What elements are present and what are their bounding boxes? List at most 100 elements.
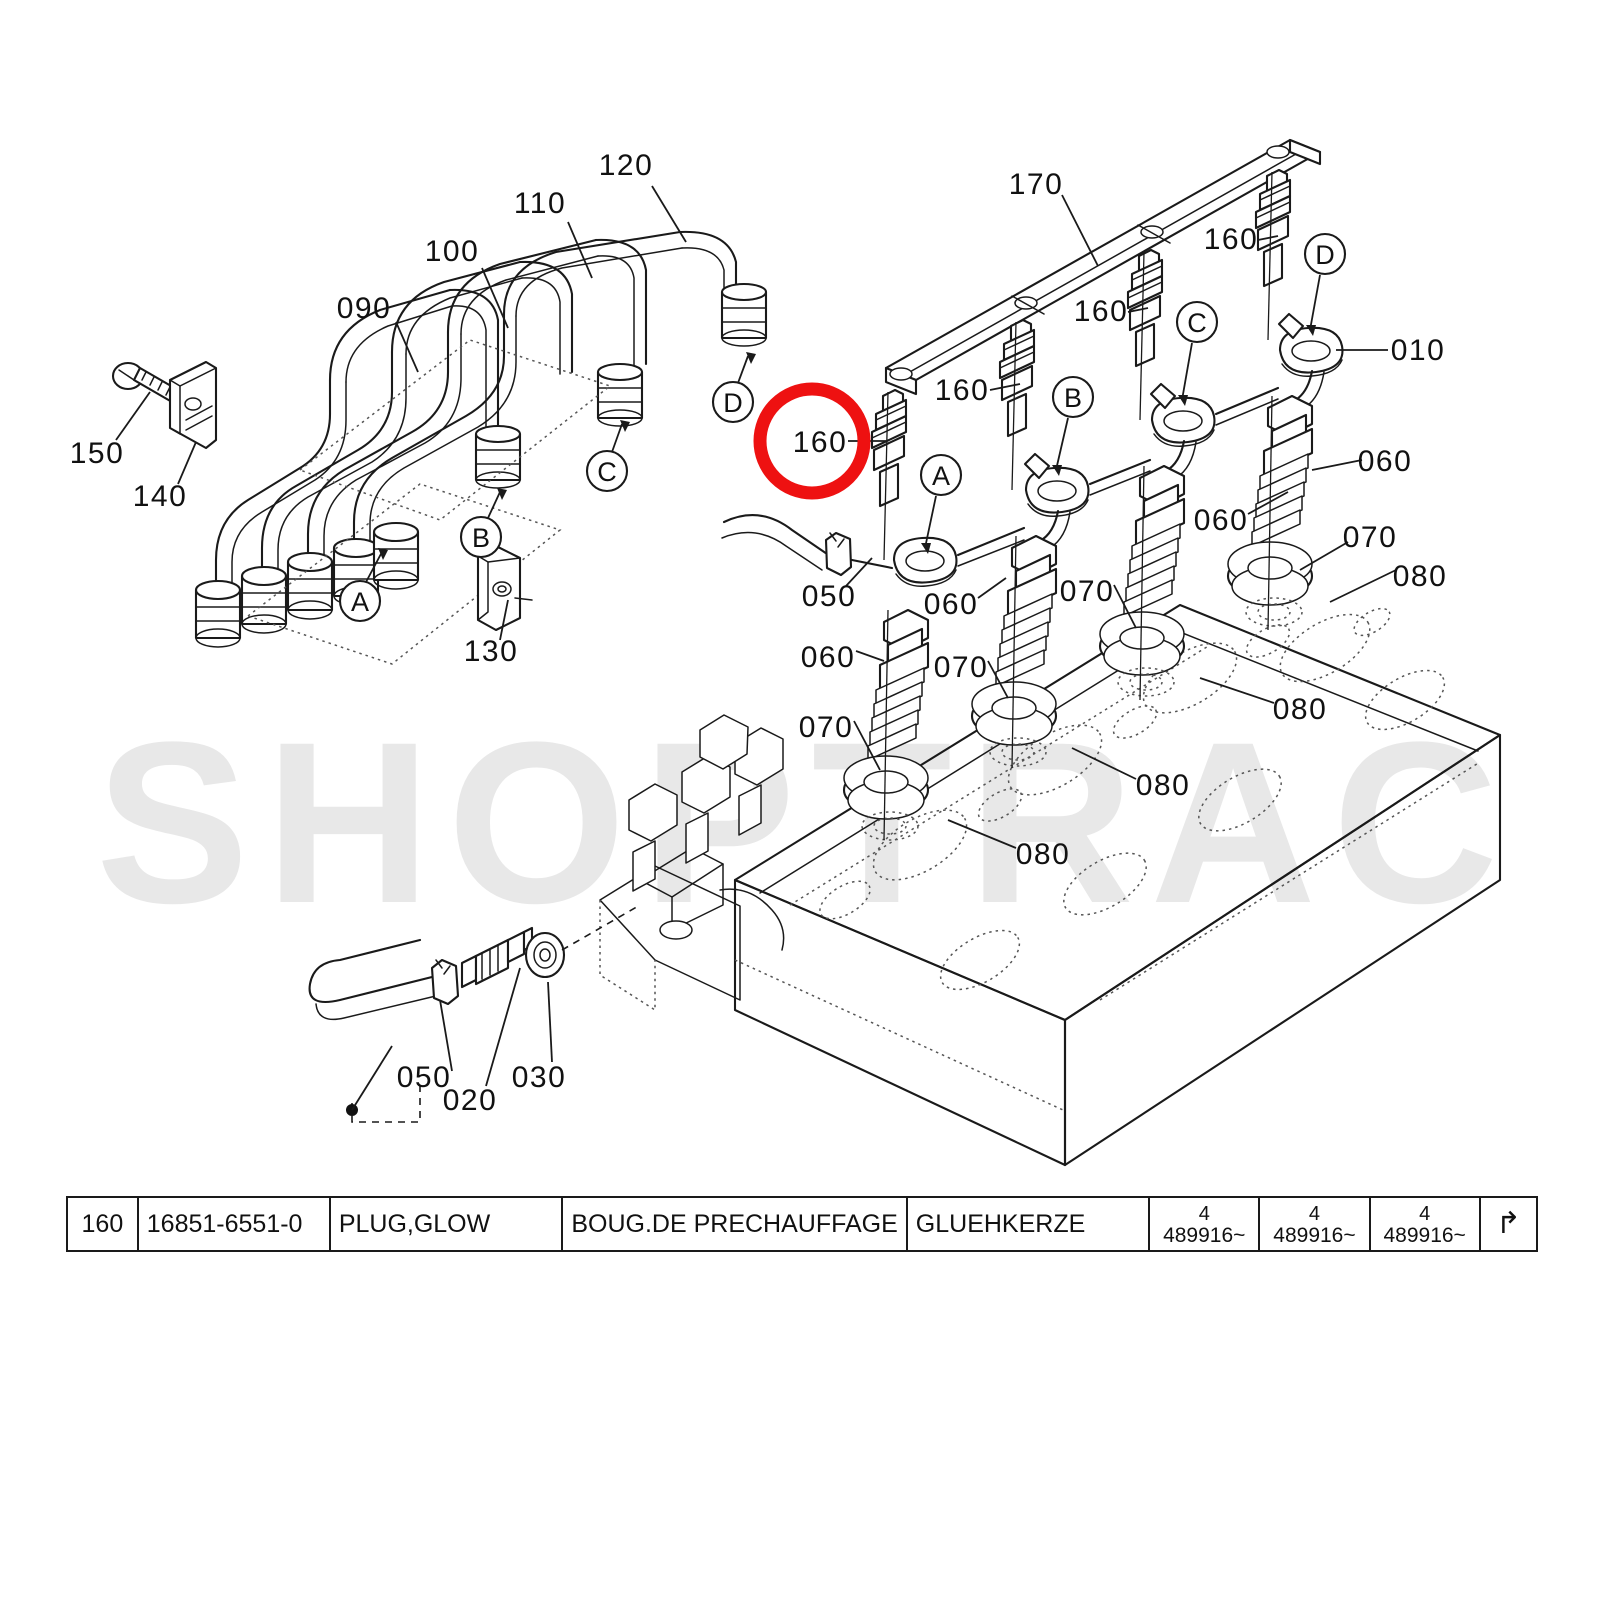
callout-030: 030 — [512, 1061, 567, 1094]
qty-1-count: 4 — [1198, 1202, 1210, 1225]
glow-plug-160-4 — [1254, 168, 1292, 341]
cylinder-head-assembly — [733, 603, 1502, 1167]
callout-060-1: 060 — [924, 588, 979, 621]
circled-letter-B: B — [459, 515, 503, 559]
clamp-screw-150 — [111, 361, 180, 404]
callout-140: 140 — [133, 480, 188, 513]
svg-text:C: C — [597, 457, 617, 487]
banjo-eye — [892, 536, 958, 587]
callout-050-upper: 050 — [802, 580, 857, 613]
injector-seat-070 — [1226, 541, 1314, 606]
injector-seat-070 — [842, 755, 930, 820]
pipe-clamp-130 — [476, 544, 533, 632]
fuel-injection-pipes — [194, 230, 768, 665]
callout-160-highlighted: 160 — [793, 426, 848, 459]
callout-080-1: 080 — [1016, 838, 1071, 871]
circled-letter-refs: A B C D A B C D — [338, 232, 1347, 623]
injector-washer-080 — [1245, 597, 1303, 627]
up-arrow-icon: ↱ — [1495, 1207, 1521, 1240]
callout-060-2: 060 — [801, 641, 856, 674]
glow-plug-160-3 — [1126, 248, 1164, 421]
injector-washer-080 — [989, 737, 1047, 767]
injector-seat-070 — [970, 681, 1058, 746]
injector-assembly-3 — [1098, 464, 1186, 701]
callout-080-3: 080 — [1273, 693, 1328, 726]
callout-100: 100 — [425, 235, 480, 268]
overflow-pipe-020 — [460, 926, 534, 989]
injector-leak-off-line-010 — [892, 312, 1344, 587]
svg-text:B: B — [472, 523, 490, 553]
circled-letter-D: D — [1303, 232, 1347, 276]
cell-note: ↱ — [1478, 1196, 1539, 1252]
cell-name-fr: BOUG.DE PRECHAUFFAGE — [561, 1196, 908, 1252]
cell-part-number: 16851-6551-0 — [136, 1196, 331, 1252]
callout-010: 010 — [1391, 334, 1446, 367]
callout-070-4: 070 — [1343, 521, 1398, 554]
overflow-hose-assembly — [308, 904, 641, 1123]
qty-2-serial: 489916~ — [1273, 1223, 1356, 1247]
callout-060-4: 060 — [1358, 445, 1413, 478]
cell-name-en: PLUG,GLOW — [328, 1196, 564, 1252]
callout-170: 170 — [1009, 168, 1064, 201]
callout-080-4: 080 — [1393, 560, 1448, 593]
table-row[interactable]: 160 16851-6551-0 PLUG,GLOW BOUG.DE PRECH… — [66, 1196, 1539, 1252]
pipe-union-nut — [596, 362, 644, 427]
callout-160-2: 160 — [935, 374, 990, 407]
glow-plug-bus-bar-170 — [884, 138, 1322, 396]
injector-seat-070 — [1098, 611, 1186, 676]
callout-070-3: 070 — [1060, 575, 1115, 608]
svg-text:A: A — [351, 587, 369, 617]
cell-qty-1: 4 489916~ — [1148, 1196, 1261, 1252]
qty-3-serial: 489916~ — [1383, 1223, 1466, 1247]
circled-letter-A: A — [338, 579, 382, 623]
cell-qty-2: 4 489916~ — [1258, 1196, 1371, 1252]
circled-letter-D: D — [711, 380, 755, 424]
qty-1-serial: 489916~ — [1163, 1223, 1246, 1247]
callout-070-2: 070 — [934, 651, 989, 684]
callout-090: 090 — [337, 292, 392, 325]
pipe-union-nut-lower — [194, 579, 242, 648]
injector-washer-080 — [1117, 667, 1175, 697]
callout-120: 120 — [599, 149, 654, 182]
circled-letter-B: B — [1051, 375, 1095, 419]
pipe-union-nut-lower — [286, 551, 334, 620]
injector-assembly-4 — [1226, 394, 1314, 631]
circled-letter-A: A — [919, 453, 963, 497]
seal-washer-030 — [524, 931, 566, 979]
callout-060-3: 060 — [1194, 504, 1249, 537]
cell-qty-3: 4 489916~ — [1368, 1196, 1481, 1252]
clamp-bracket-140 — [168, 360, 218, 450]
injector-assembly-2 — [970, 534, 1058, 769]
callout-020: 020 — [443, 1084, 498, 1117]
circled-letter-C: C — [585, 449, 629, 493]
glow-plug-160-2 — [998, 318, 1036, 491]
callout-110: 110 — [514, 187, 566, 220]
svg-text:D: D — [723, 388, 743, 418]
callout-080-2: 080 — [1136, 769, 1191, 802]
leader-lines — [115, 185, 1397, 1087]
qty-3-count: 4 — [1419, 1202, 1431, 1225]
pipe-union-nut-lower — [240, 565, 288, 634]
parts-table: 160 16851-6551-0 PLUG,GLOW BOUG.DE PRECH… — [66, 1196, 1539, 1252]
hose-clamp-050-upper — [824, 531, 853, 577]
callout-070-1: 070 — [799, 711, 854, 744]
injector-washer-080 — [861, 811, 919, 841]
highlight-circle-160 — [753, 382, 871, 500]
qty-2-count: 4 — [1308, 1202, 1321, 1225]
callout-150: 150 — [70, 437, 125, 470]
pipe-union-nut — [474, 424, 522, 489]
banjo-eye — [1278, 326, 1344, 377]
cell-ref: 160 — [66, 1196, 139, 1252]
circled-letter-C: C — [1175, 300, 1219, 344]
svg-text:D: D — [1315, 240, 1335, 270]
injector-assembly-1 — [842, 608, 930, 841]
fuel-return-hose-050 — [721, 514, 894, 577]
cell-name-de: GLUEHKERZE — [905, 1196, 1151, 1252]
callout-labels: 150 140 090 100 110 120 130 160 160 160 … — [70, 149, 1448, 1117]
injection-pump-body — [599, 714, 785, 1012]
svg-text:C: C — [1187, 308, 1207, 338]
glow-plug-160-1 — [870, 388, 908, 561]
callout-160-3: 160 — [1074, 295, 1129, 328]
